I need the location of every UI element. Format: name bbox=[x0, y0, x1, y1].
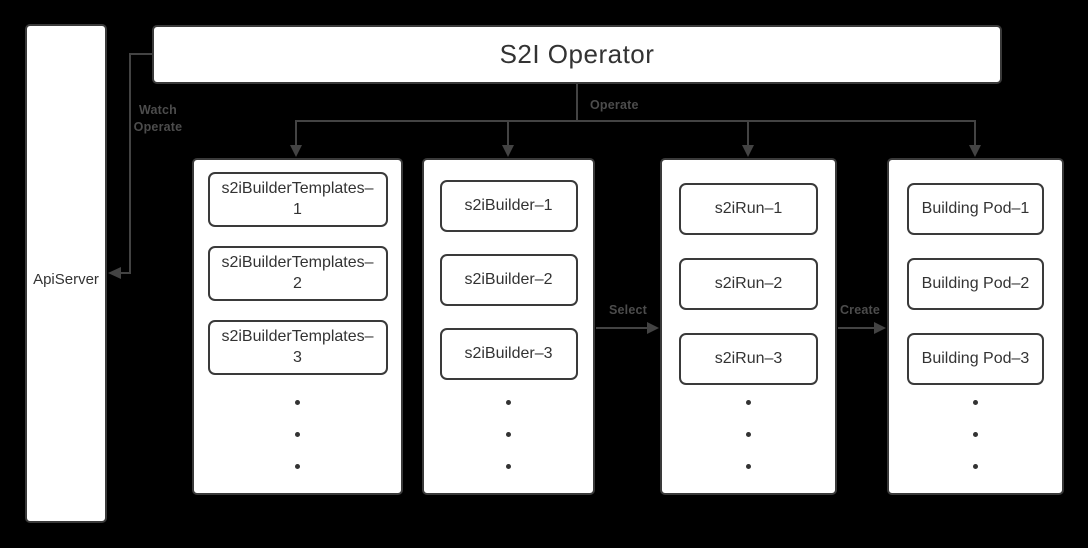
node-building-pod-3: Building Pod–3 bbox=[907, 333, 1044, 385]
ellipsis-dot bbox=[295, 432, 300, 437]
s2i-operator-box: S2I Operator bbox=[152, 25, 1002, 84]
node-s2i-builder-templates-1: s2iBuilderTemplates– 1 bbox=[207, 172, 388, 227]
vertical-ellipsis-icon bbox=[194, 400, 401, 469]
ellipsis-dot bbox=[295, 464, 300, 469]
api-server-box: ApiServer bbox=[25, 24, 107, 523]
arrowhead-right-icon bbox=[647, 322, 659, 334]
node-label-line: s2iBuilderTemplates– bbox=[221, 179, 374, 197]
arrowhead-down-icon bbox=[290, 145, 302, 157]
arrowhead-down-icon bbox=[969, 145, 981, 157]
node-building-pod-1: Building Pod–1 bbox=[907, 183, 1044, 235]
arrowhead-down-icon bbox=[742, 145, 754, 157]
column-s2i-builder: s2iBuilder–1 s2iBuilder–2 s2iBuilder–3 bbox=[422, 158, 595, 495]
ellipsis-dot bbox=[973, 432, 978, 437]
node-label-line: 3 bbox=[293, 348, 302, 366]
edge-label-watch-operate: Watch Operate bbox=[126, 102, 190, 136]
node-s2i-builder-templates-3: s2iBuilderTemplates– 3 bbox=[207, 320, 388, 375]
node-label-line: s2iBuilder–3 bbox=[464, 344, 553, 362]
ellipsis-dot bbox=[295, 400, 300, 405]
node-label-line: s2iRun–2 bbox=[714, 274, 783, 292]
node-label-line: s2iRun–3 bbox=[714, 349, 783, 367]
edge-operate-fanout bbox=[290, 83, 981, 157]
node-label-line: s2iBuilderTemplates– bbox=[221, 327, 374, 345]
arrowhead-down-icon bbox=[502, 145, 514, 157]
node-label-line: 2 bbox=[293, 274, 302, 292]
node-s2i-builder-3: s2iBuilder–3 bbox=[439, 328, 578, 380]
node-s2i-run-3: s2iRun–3 bbox=[679, 333, 818, 385]
ellipsis-dot bbox=[746, 464, 751, 469]
ellipsis-dot bbox=[506, 432, 511, 437]
node-s2i-run-1: s2iRun–1 bbox=[679, 183, 818, 235]
edge-select bbox=[596, 322, 659, 334]
vertical-ellipsis-icon bbox=[889, 400, 1062, 469]
node-label-line: s2iBuilder–1 bbox=[464, 196, 553, 214]
arrowhead-right-icon bbox=[874, 322, 886, 334]
ellipsis-dot bbox=[973, 464, 978, 469]
node-label-line: Building Pod–1 bbox=[921, 199, 1030, 217]
node-s2i-builder-2: s2iBuilder–2 bbox=[439, 254, 578, 306]
ellipsis-dot bbox=[973, 400, 978, 405]
node-s2i-builder-1: s2iBuilder–1 bbox=[439, 180, 578, 232]
vertical-ellipsis-icon bbox=[424, 400, 593, 469]
edge-label-operate: Operate bbox=[590, 98, 639, 112]
edge-label-select: Select bbox=[608, 303, 648, 317]
node-label-line: Building Pod–3 bbox=[921, 349, 1030, 367]
edge-watch-operate bbox=[108, 53, 152, 279]
node-s2i-run-2: s2iRun–2 bbox=[679, 258, 818, 310]
ellipsis-dot bbox=[746, 400, 751, 405]
edge-label-line: Watch bbox=[138, 103, 178, 117]
edge-create bbox=[838, 322, 886, 334]
ellipsis-dot bbox=[506, 464, 511, 469]
api-server-label: ApiServer bbox=[33, 271, 99, 288]
node-label-line: s2iBuilder–2 bbox=[464, 270, 553, 288]
arrowhead-left-icon bbox=[108, 267, 121, 279]
column-s2i-run: s2iRun–1 s2iRun–2 s2iRun–3 bbox=[660, 158, 837, 495]
column-s2i-builder-templates: s2iBuilderTemplates– 1 s2iBuilderTemplat… bbox=[192, 158, 403, 495]
node-label-line: s2iBuilderTemplates– bbox=[221, 253, 374, 271]
node-label-line: 1 bbox=[293, 200, 302, 218]
node-building-pod-2: Building Pod–2 bbox=[907, 258, 1044, 310]
ellipsis-dot bbox=[506, 400, 511, 405]
s2i-operator-title: S2I Operator bbox=[499, 39, 655, 69]
edge-label-line: Operate bbox=[133, 120, 183, 134]
node-label-line: s2iRun–1 bbox=[714, 199, 783, 217]
edge-label-create: Create bbox=[839, 303, 881, 317]
ellipsis-dot bbox=[746, 432, 751, 437]
node-s2i-builder-templates-2: s2iBuilderTemplates– 2 bbox=[207, 246, 388, 301]
vertical-ellipsis-icon bbox=[662, 400, 835, 469]
column-building-pod: Building Pod–1 Building Pod–2 Building P… bbox=[887, 158, 1064, 495]
node-label-line: Building Pod–2 bbox=[921, 274, 1030, 292]
